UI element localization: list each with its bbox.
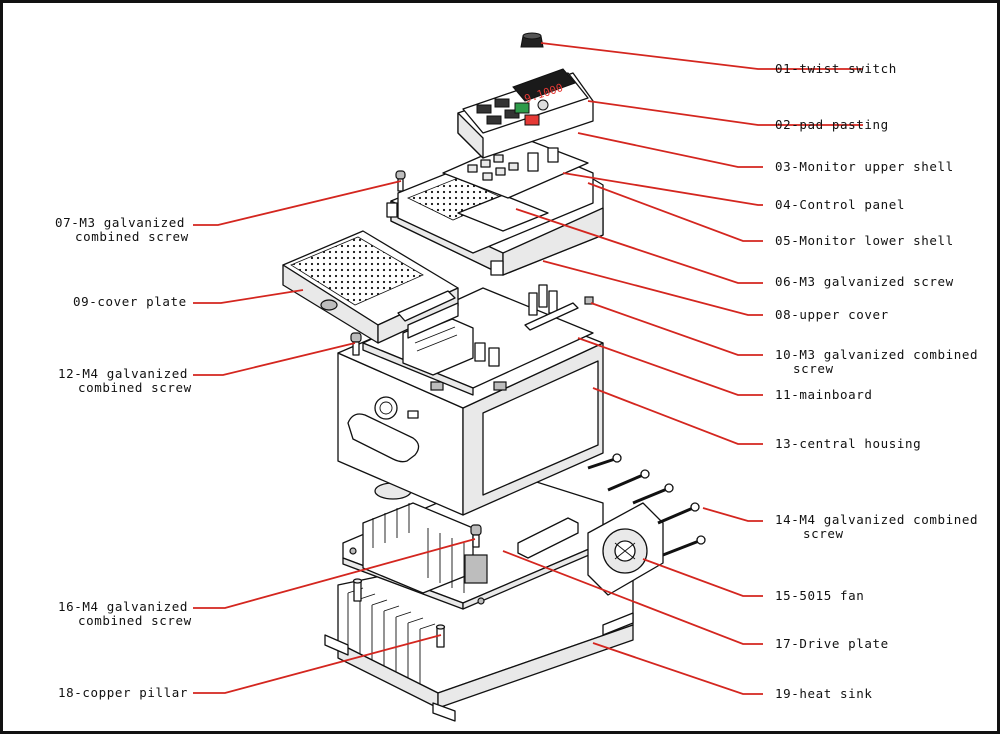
leader-08: [542, 260, 763, 316]
leader-02: [587, 100, 863, 126]
leader-04: [562, 172, 763, 206]
label-07-line1: 07-M3 galvanized: [55, 215, 186, 230]
leader-15: [642, 558, 763, 597]
label-19: 19-heat sink: [775, 686, 873, 701]
m3-screw-10: [524, 284, 594, 331]
leader-10: [590, 302, 763, 356]
label-04: 04-Control panel: [775, 197, 906, 212]
pad-pasting-part: 9.1000: [462, 68, 589, 134]
label-09: 09-cover plate: [73, 294, 187, 309]
m4-screw-12: [350, 332, 362, 356]
label-07-line2: combined screw: [75, 229, 189, 244]
label-13: 13-central housing: [775, 436, 922, 451]
label-15: 15-5015 fan: [775, 588, 865, 603]
exploded-view-drawing: 9.1000: [193, 32, 863, 722]
leader-05: [587, 182, 763, 242]
leader-17: [502, 550, 763, 645]
leader-19: [592, 642, 763, 695]
label-14-line1: 14-M4 galvanized combined: [775, 512, 979, 527]
m4-screw-16: [470, 524, 482, 548]
leader-09: [193, 289, 304, 304]
leader-16: [193, 538, 476, 609]
leader-06: [515, 208, 763, 284]
leader-18: [193, 634, 442, 694]
leader-03: [577, 132, 763, 168]
label-16-line1: 16-M4 galvanized: [58, 599, 189, 614]
label-10-line1: 10-M3 galvanized combined: [775, 347, 979, 362]
label-01: 01-twist switch: [775, 61, 897, 76]
cover-plate-part: [282, 230, 459, 344]
leader-13: [592, 387, 763, 445]
label-12-line1: 12-M4 galvanized: [58, 366, 189, 381]
label-05: 05-Monitor lower shell: [775, 233, 954, 248]
label-12-line2: combined screw: [78, 380, 192, 395]
copper-pillar-part: [352, 578, 446, 648]
leader-14: [702, 507, 763, 522]
label-16-line2: combined screw: [78, 613, 192, 628]
label-03: 03-Monitor upper shell: [775, 159, 954, 174]
label-11: 11-mainboard: [775, 387, 873, 402]
fan-part: [587, 502, 664, 596]
leader-11: [577, 337, 763, 396]
leader-01: [540, 42, 863, 70]
label-17: 17-Drive plate: [775, 636, 889, 651]
m3-screw-07: [395, 170, 406, 192]
label-06: 06-M3 galvanized screw: [775, 274, 954, 289]
twist-switch-part: [520, 32, 544, 48]
label-10-line2: screw: [793, 361, 834, 376]
label-18: 18-copper pillar: [58, 685, 189, 700]
leader-07: [193, 180, 402, 226]
leader-12: [193, 342, 356, 376]
label-08: 08-upper cover: [775, 307, 889, 322]
label-02: 02-pad pasting: [775, 117, 889, 132]
label-14-line2: screw: [803, 526, 844, 541]
leader-lines: [193, 42, 863, 695]
m4-screws-14: [587, 453, 706, 557]
